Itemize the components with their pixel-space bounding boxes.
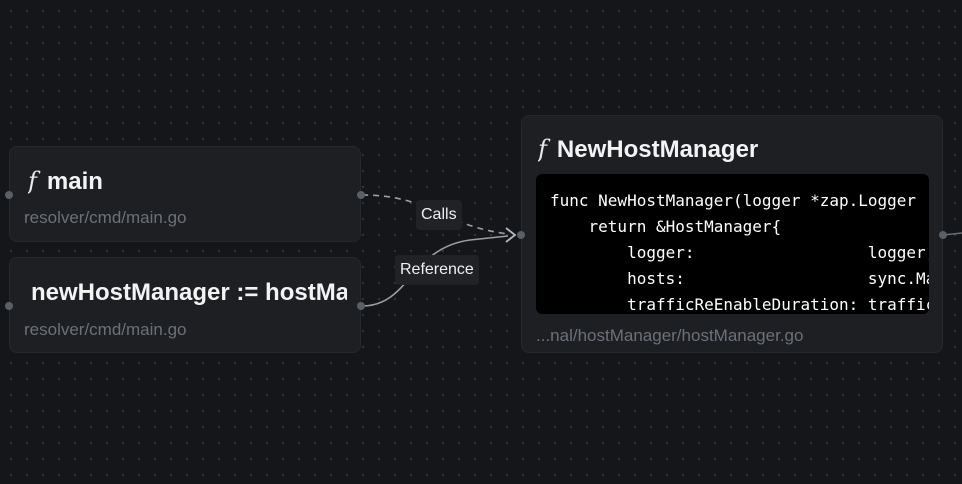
node-title-text: newHostManager := hostManager [31,279,347,306]
node-new-host-manager[interactable]: ƒ NewHostManager func NewHostManager(logg… [517,115,947,353]
function-icon: ƒ [538,135,547,163]
node-file-path: resolver/cmd/main.go [24,208,187,227]
node-source-handle[interactable] [939,231,947,239]
node-title: newHostManager := hostManager [31,279,347,307]
code-text: func NewHostManager(logger *zap.Logger r… [550,191,929,314]
node-target-handle[interactable] [5,302,13,310]
node-title-text: NewHostManager [556,136,759,163]
node-source-handle[interactable] [357,191,365,199]
code-preview: func NewHostManager(logger *zap.Logger r… [536,174,929,314]
node-file-path: resolver/cmd/main.go [24,320,187,339]
node-source-handle[interactable] [357,302,365,310]
node-title: ƒ NewHostManager [538,135,758,164]
edge-label-calls[interactable]: Calls [416,200,462,230]
edge-arrowhead [505,227,517,243]
function-icon: ƒ [28,167,37,195]
node-new-host-manager-assign[interactable]: newHostManager := hostManager resolver/c… [5,257,365,353]
node-target-handle[interactable] [517,231,525,239]
edge-label-reference[interactable]: Reference [395,255,479,285]
node-title-text: main [46,168,103,195]
node-target-handle[interactable] [5,191,13,199]
node-file-path: ...nal/hostManager/hostManager.go [536,326,804,345]
